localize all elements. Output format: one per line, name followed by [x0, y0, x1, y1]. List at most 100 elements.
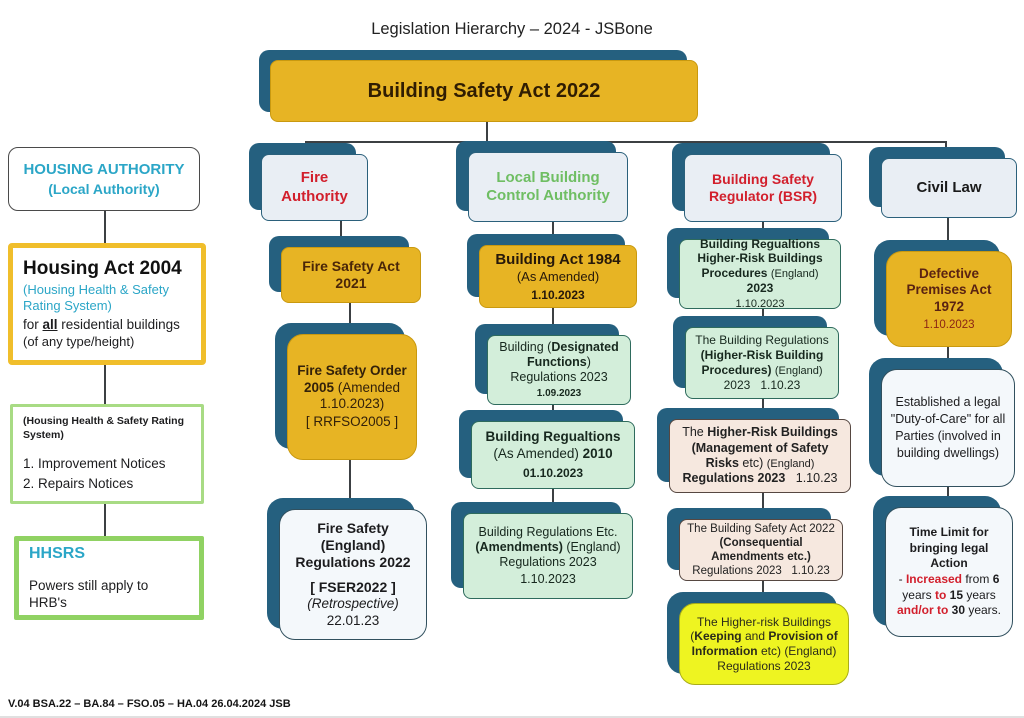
- duty-of-care-text: Established a legal "Duty-of-Care" for a…: [890, 395, 1006, 460]
- housing-authority-line2: (Local Authority): [48, 180, 160, 197]
- fser-title: Fire Safety (England) Regulations 2022: [295, 519, 411, 571]
- housing-notices-node: (Housing Health & Safety Rating System) …: [10, 404, 204, 504]
- seg: 2010: [582, 445, 613, 461]
- bsr-management-safety-risks-node: The Higher-Risk Buildings (Management of…: [657, 408, 851, 493]
- dpa-title: Defective Premises Act 1972: [906, 265, 992, 314]
- seg: Designated Functions: [527, 339, 619, 369]
- time-limit-node: Time Limit for bringing legal Action - I…: [873, 496, 1013, 637]
- bsr-building-regulations-node: The Building Regulations (Higher-Risk Bu…: [673, 316, 839, 399]
- bsr3-text: The Higher-Risk Buildings (Management of…: [677, 425, 843, 486]
- housing-act-subtitle: (Housing Health & Safety Rating System): [23, 281, 169, 314]
- seg: 2023: [746, 281, 774, 296]
- duty-of-care-node: Established a legal "Duty-of-Care" for a…: [869, 358, 1015, 487]
- seg: Building (: [499, 339, 552, 354]
- connector-line: [552, 489, 554, 513]
- bsr1-date: 1.10.2023: [735, 297, 785, 310]
- fser-retrospective: (Retrospective): [307, 596, 399, 612]
- seg: (Higher-Risk Building Procedures): [700, 347, 824, 377]
- ba1984-title: Building Act 1984: [495, 250, 621, 268]
- housing-authority-line1: HOUSING AUTHORITY: [23, 161, 185, 179]
- seg: Building Regulations Etc.: [478, 524, 618, 539]
- seg: etc): [742, 455, 767, 470]
- connector-line: [104, 365, 106, 405]
- seg: Increased: [905, 572, 963, 586]
- fire-safety-england-regs-node: Fire Safety (England) Regulations 2022 […: [267, 498, 427, 640]
- building-safety-act-2022-node: Building Safety Act 2022: [259, 50, 698, 122]
- housing-act-scope: for all residential buildings: [23, 316, 191, 334]
- ba1984-date: 1.10.2023: [531, 287, 585, 302]
- seg: Building Regualtions: [485, 429, 621, 445]
- seg: to: [934, 587, 947, 602]
- time-limit-title: Time Limit for bringing legal Action: [909, 525, 989, 571]
- seg: The Building Regulations: [695, 333, 829, 348]
- civil-law-label: Civil Law: [916, 178, 982, 196]
- seg: Provision of Information: [691, 629, 838, 658]
- seg: 6: [992, 572, 1000, 586]
- ba1984-amended: (As Amended): [516, 268, 600, 284]
- reg2010-text: Building Regualtions (As Amended) 2010: [479, 429, 627, 462]
- seg: (England): [770, 267, 819, 280]
- bsr-header: Building Safety Regulator (BSR): [672, 143, 842, 222]
- connector-line: [104, 504, 106, 537]
- seg: etc) (England) Regulations 2023: [717, 644, 837, 673]
- scope-all: all: [42, 317, 58, 333]
- seg: Regulations 2023 1.10.23: [692, 565, 830, 578]
- bsr-keeping-provision-information-node: The Higher-risk Buildings (Keeping and P…: [667, 592, 849, 685]
- connector-line: [349, 303, 351, 334]
- designated-text: Building (Designated Functions) Regulati…: [495, 340, 623, 386]
- regetc-date: 1.10.2023: [520, 572, 576, 587]
- bsr2-text: The Building Regulations (Higher-Risk Bu…: [693, 333, 831, 392]
- building-act-1984-node: Building Act 1984 (As Amended) 1.10.2023: [467, 234, 637, 308]
- seg: Higher-Risk Buildings (Management of Saf…: [691, 425, 838, 470]
- connector-line: [947, 218, 949, 251]
- time-limit-detail: - Increased from 6 years to 15 years and…: [893, 572, 1005, 619]
- seg: years: [902, 587, 935, 602]
- housing-act-title: Housing Act 2004: [23, 258, 182, 280]
- seg: 15: [949, 587, 964, 602]
- seg: -: [898, 572, 906, 586]
- building-regulations-etc-node: Building Regulations Etc. (Amendments) (…: [451, 502, 633, 599]
- seg: from: [962, 572, 993, 586]
- seg: (Amendments): [475, 539, 563, 554]
- connector-line: [349, 460, 351, 509]
- seg: (As Amended): [493, 445, 583, 461]
- scope-post: residential buildings: [57, 317, 180, 333]
- fser-date: 22.01.23: [326, 612, 380, 628]
- seg: Regulations 2023: [510, 370, 608, 385]
- connector-line: [486, 122, 488, 142]
- fire-safety-act-2021-node: Fire Safety Act 2021: [269, 236, 421, 303]
- lbca-label: Local Building Control Authority: [486, 168, 610, 204]
- fire-safety-order-2005-node: Fire Safety Order 2005 (Amended 1.10.202…: [275, 323, 417, 460]
- designated-date: 1.09.2023: [536, 388, 582, 400]
- hhsrs-node: HHSRS Powers still apply to HRB's: [14, 536, 204, 620]
- fso-text: Fire Safety Order 2005 (Amended 1.10.202…: [295, 363, 409, 412]
- seg: Regulations 2023: [682, 471, 786, 486]
- bsr5-text: The Higher-risk Buildings (Keeping and P…: [687, 615, 841, 674]
- bsr4-text: The Building Safety Act 2022 (Consequent…: [687, 522, 835, 578]
- lbca-header: Local Building Control Authority: [456, 141, 628, 222]
- seg: The Building Safety Act 2022: [687, 522, 835, 535]
- fire-authority-header: Fire Authority: [249, 143, 368, 221]
- bsr1-text: Building Regualtions Higher-Risk Buildin…: [687, 237, 833, 296]
- dpa-date: 1.10.2023: [923, 319, 975, 332]
- bsr-consequential-amendments-node: The Building Safety Act 2022 (Consequent…: [667, 508, 843, 581]
- seg: years.: [965, 603, 1002, 618]
- connector-line: [552, 221, 554, 245]
- regetc-text: Building Regulations Etc. (Amendments) (…: [471, 525, 625, 571]
- building-regulations-2010-node: Building Regualtions (As Amended) 2010 0…: [459, 410, 635, 489]
- connector-line: [305, 141, 947, 143]
- scope-pre: for: [23, 317, 43, 333]
- connector-line: [340, 221, 342, 247]
- housing-act-type: (of any type/height): [23, 333, 135, 349]
- seg: 30: [948, 603, 965, 618]
- root-label: Building Safety Act 2022: [367, 79, 601, 102]
- building-designated-functions-node: Building (Designated Functions) Regulati…: [475, 324, 631, 405]
- seg: ): [586, 354, 591, 369]
- seg: (England): [766, 457, 815, 470]
- seg: 1.10.23: [785, 471, 838, 486]
- seg: 2023 1.10.23: [723, 378, 801, 393]
- fso-abbrev: [ RRFSO2005 ]: [305, 414, 399, 430]
- civil-law-header: Civil Law: [869, 147, 1017, 218]
- seg: and: [741, 629, 769, 644]
